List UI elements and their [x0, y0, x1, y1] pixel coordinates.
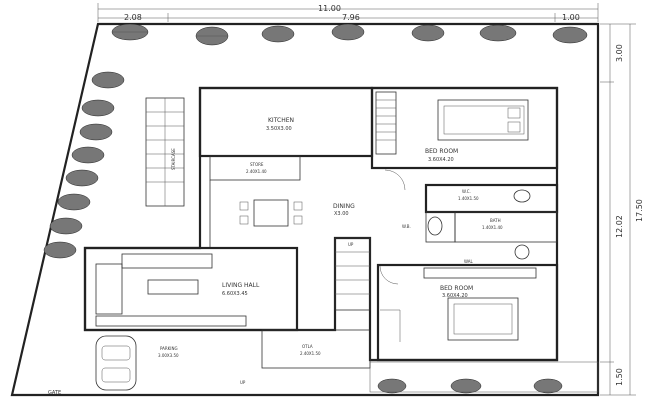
bath-name: BATH — [490, 218, 501, 223]
bath-size: 1.40X1.40 — [482, 225, 503, 230]
wash-basin-icon — [427, 216, 443, 236]
wal-marker: WAL — [464, 259, 473, 264]
kitchen-size: 3.50X3.00 — [266, 126, 292, 132]
sofa-icon — [95, 253, 247, 327]
right-dimension: 3.00 12.02 17.50 1.50 — [600, 23, 644, 396]
dim-right-top: 3.00 — [615, 44, 624, 62]
dim-right-total: 17.50 — [635, 199, 644, 222]
tree-icon — [57, 193, 91, 211]
tree-icon — [533, 378, 563, 394]
bedroom2-size: 3.60X4.20 — [442, 293, 468, 299]
bed-icon — [437, 99, 529, 141]
dining-table-icon — [239, 199, 303, 227]
door-icon — [379, 265, 399, 285]
kitchen-name: KITCHEN — [268, 117, 294, 124]
tree-icon — [111, 23, 149, 41]
bedroom1-size: 3.60X4.20 — [428, 157, 454, 163]
store-name: STORE — [250, 162, 264, 167]
living-name: LIVING HALL — [222, 282, 260, 289]
tree-icon — [71, 146, 105, 164]
toilet-icon — [513, 189, 531, 260]
otla-name: OTLA — [302, 344, 313, 349]
wc-name: W.C. — [462, 189, 471, 194]
stair-note: STAIRCASE — [171, 148, 176, 170]
dining-name: DINING — [333, 203, 355, 210]
bedroom2-name: BED ROOM — [440, 285, 473, 292]
bedroom1-name: BED ROOM — [425, 148, 458, 155]
gate-label: GATE — [48, 390, 61, 396]
parking-size: 3.00X3.50 — [158, 353, 179, 358]
up-marker: UP — [348, 242, 354, 247]
tree-icon — [49, 217, 83, 235]
store-size: 2.40X1.40 — [246, 169, 267, 174]
door-icon — [384, 169, 406, 191]
tree-icon — [377, 378, 407, 394]
tree-icon — [331, 23, 365, 41]
tree-icon — [261, 25, 295, 43]
garden-trees — [43, 23, 588, 394]
up-marker-bottom: UP — [240, 380, 246, 385]
external-stair: STAIRCASE — [145, 97, 185, 207]
plot-boundary — [10, 22, 600, 397]
dim-overall-width: 11.00 — [318, 4, 341, 13]
otla-size: 2.40X1.50 — [300, 351, 321, 356]
tree-icon — [79, 123, 113, 141]
dim-seg-right: 1.00 — [562, 13, 580, 22]
dim-seg-left: 2.08 — [124, 13, 142, 22]
car-icon — [95, 335, 137, 391]
bed-icon — [447, 297, 519, 341]
tree-icon — [195, 26, 229, 46]
wb-marker: W.B. — [402, 224, 411, 229]
room-labels: KITCHEN 3.50X3.00 STORE 2.40X1.40 DINING… — [48, 117, 503, 396]
dim-right-bottom: 1.50 — [615, 368, 624, 386]
tree-icon — [450, 378, 482, 394]
door-icon — [380, 309, 401, 342]
wc-size: 1.40X1.50 — [458, 196, 479, 201]
parking-name: PARKING — [160, 346, 178, 351]
tree-icon — [479, 24, 517, 42]
tree-icon — [81, 99, 115, 117]
tree-icon — [552, 26, 588, 44]
tree-icon — [65, 169, 99, 187]
dim-right-mid: 12.02 — [615, 215, 624, 238]
building — [83, 86, 599, 393]
tree-icon — [91, 71, 125, 89]
top-dimension: 11.00 2.08 7.96 1.00 — [97, 3, 599, 22]
tree-icon — [43, 241, 77, 259]
living-size: 6.60X3.45 — [222, 291, 248, 297]
dining-size: X3.00 — [334, 211, 349, 217]
tree-icon — [411, 24, 445, 42]
furniture — [95, 99, 531, 391]
dim-seg-mid: 7.96 — [342, 13, 360, 22]
